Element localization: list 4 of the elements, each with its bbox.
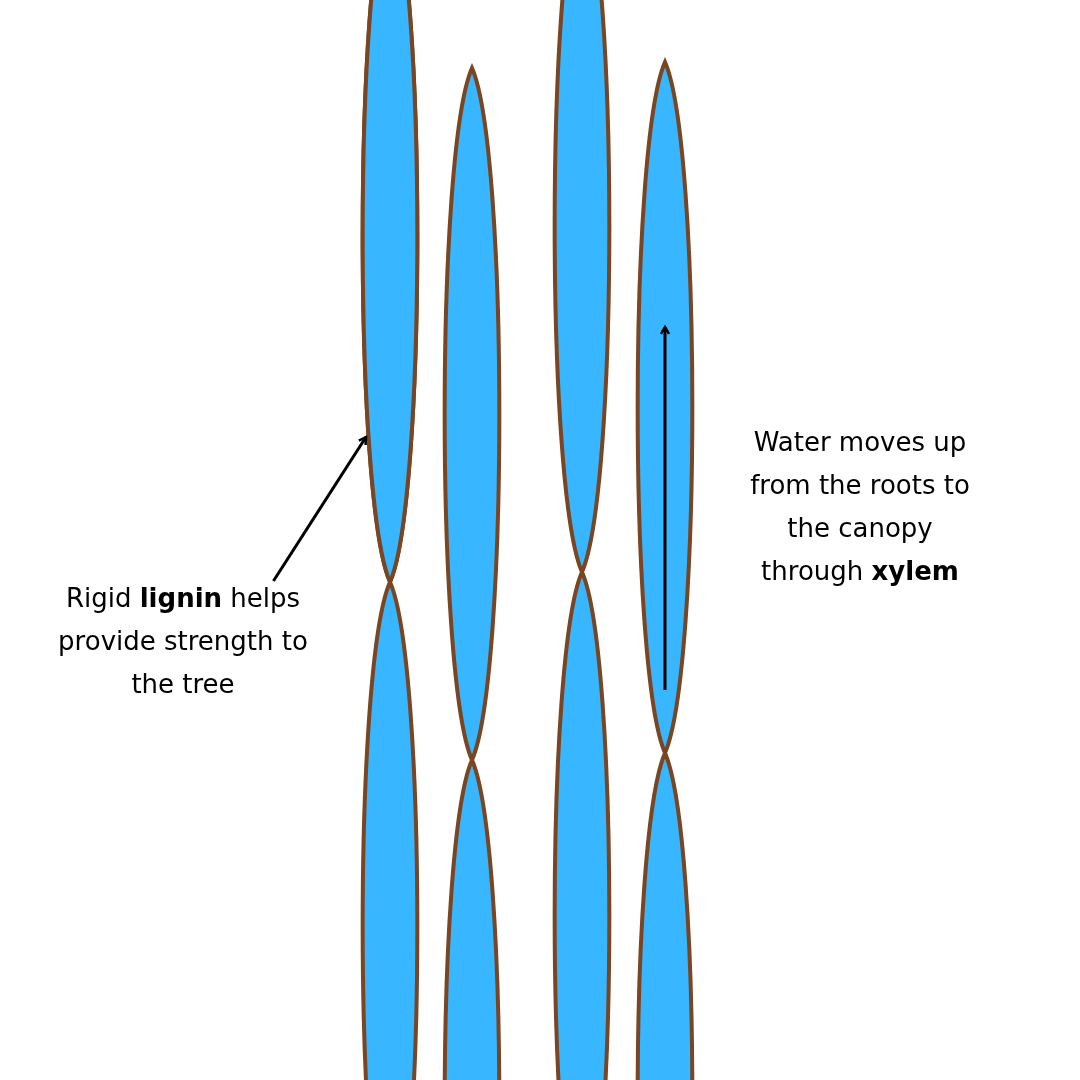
annotation-text: Rigid lignin helps provide strength to the tree bbox=[50, 577, 316, 706]
xylem-vessel-cell bbox=[360, 0, 420, 584]
annotation-text: Water moves up from the roots to the canopy through xylem bbox=[749, 426, 971, 588]
leader-arrow bbox=[272, 435, 368, 582]
